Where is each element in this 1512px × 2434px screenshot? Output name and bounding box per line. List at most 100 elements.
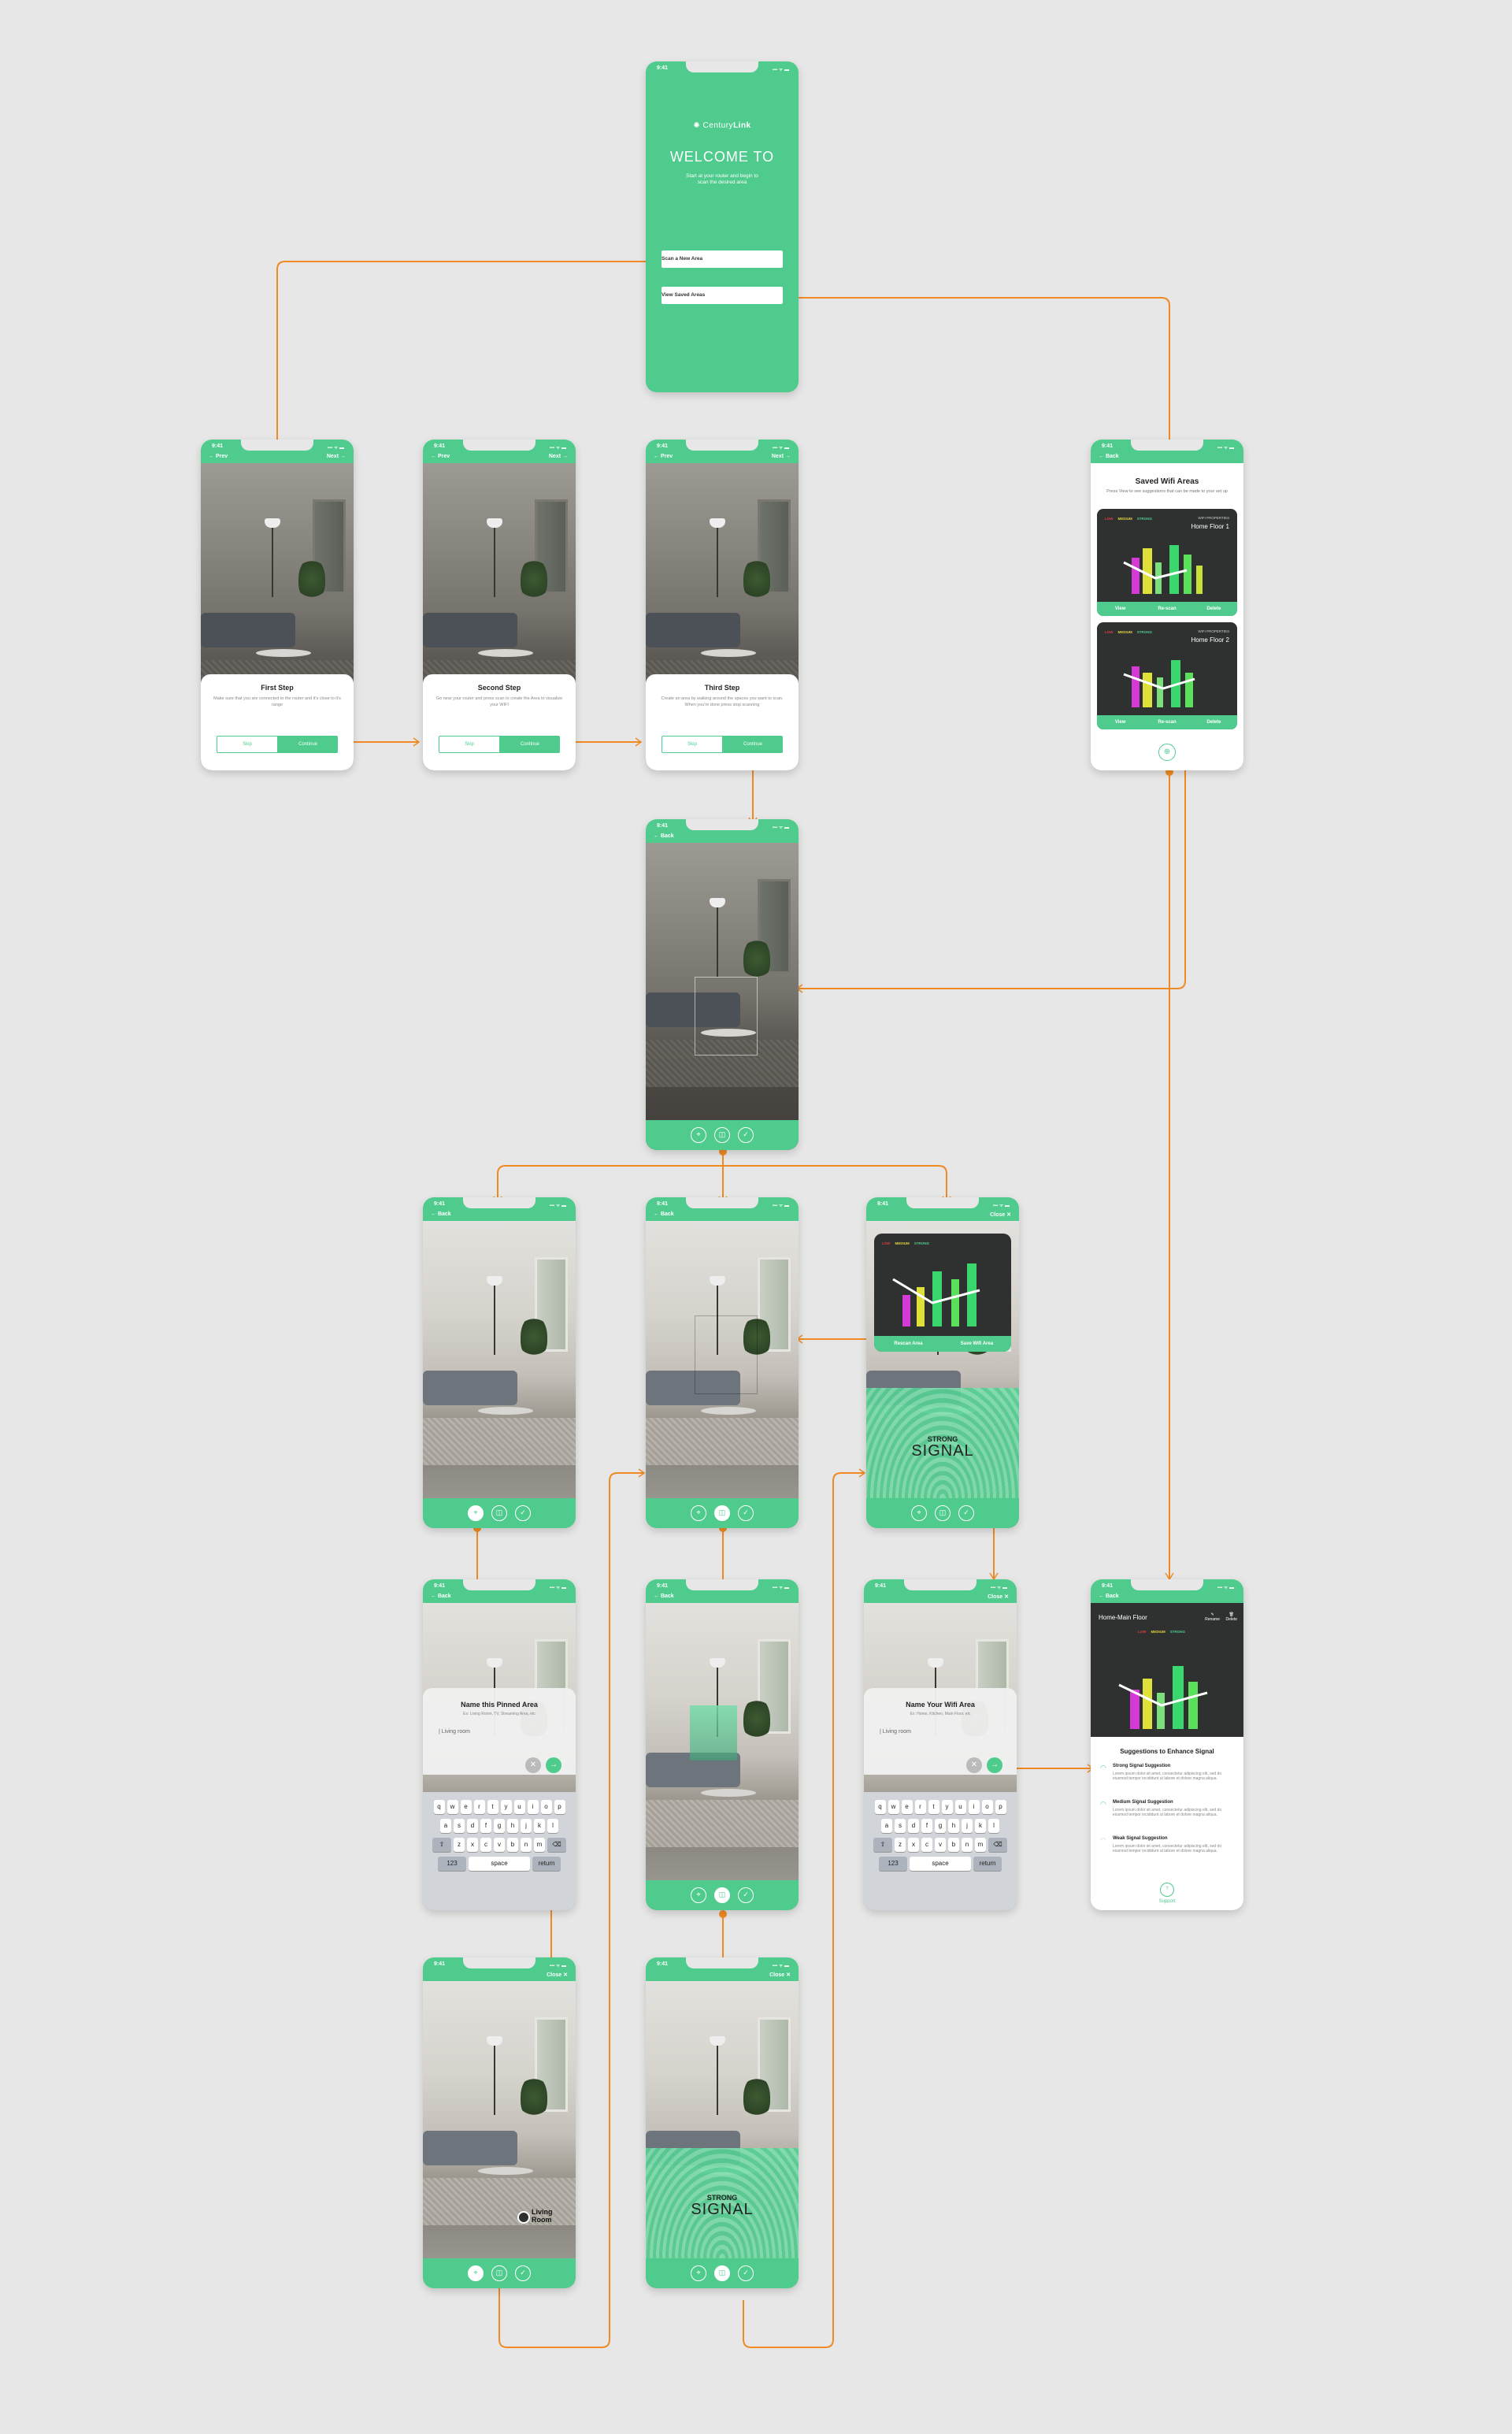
back-button[interactable]: ← Back: [431, 1211, 451, 1217]
key[interactable]: f: [480, 1819, 491, 1833]
next-button[interactable]: Next →: [548, 454, 568, 459]
key[interactable]: n: [521, 1838, 532, 1852]
scan-icon[interactable]: ◫: [491, 1505, 507, 1521]
close-button[interactable]: Close ✕: [990, 1212, 1011, 1218]
pin-icon[interactable]: ⌖: [691, 2265, 706, 2281]
key[interactable]: k: [534, 1819, 545, 1833]
pin-icon[interactable]: ⌖: [691, 1505, 706, 1521]
key[interactable]: w: [447, 1800, 458, 1814]
map-pin-icon[interactable]: [517, 2211, 530, 2224]
key[interactable]: t: [928, 1800, 939, 1814]
prev-button[interactable]: ← Prev: [431, 454, 450, 459]
save-wifi-area-button[interactable]: Save Wifi Area: [960, 1341, 994, 1346]
view-saved-areas-button[interactable]: View Saved Areas: [662, 287, 783, 304]
key[interactable]: x: [908, 1838, 919, 1852]
numbers-key[interactable]: 123: [879, 1857, 907, 1871]
back-button[interactable]: ← Back: [654, 1211, 674, 1217]
pin-icon[interactable]: ⌖: [911, 1505, 927, 1521]
key[interactable]: u: [513, 1800, 525, 1814]
back-button[interactable]: ← Back: [431, 1594, 451, 1599]
back-button[interactable]: ← Back: [654, 1594, 674, 1599]
key[interactable]: z: [454, 1838, 465, 1852]
close-button[interactable]: Close ✕: [988, 1594, 1009, 1600]
key[interactable]: x: [467, 1838, 478, 1852]
rescan-area-button[interactable]: Rescan Area: [894, 1341, 923, 1346]
shift-key[interactable]: ⇧: [873, 1838, 892, 1852]
skip-button[interactable]: Skip: [217, 736, 278, 753]
area-name-input[interactable]: | Living room: [880, 1729, 911, 1735]
return-key[interactable]: return: [532, 1857, 561, 1871]
check-icon[interactable]: ✓: [958, 1505, 974, 1521]
key[interactable]: s: [895, 1819, 906, 1833]
key[interactable]: e: [460, 1800, 472, 1814]
key[interactable]: z: [895, 1838, 906, 1852]
scan-icon[interactable]: ◫: [714, 1505, 730, 1521]
key[interactable]: v: [935, 1838, 946, 1852]
scan-new-area-button[interactable]: Scan a New Area: [662, 250, 783, 268]
key[interactable]: i: [968, 1800, 980, 1814]
check-icon[interactable]: ✓: [515, 1505, 531, 1521]
continue-button[interactable]: Continue: [278, 736, 338, 753]
clear-icon[interactable]: ✕: [525, 1757, 541, 1773]
confirm-icon[interactable]: →: [987, 1757, 1002, 1773]
numbers-key[interactable]: 123: [438, 1857, 466, 1871]
check-icon[interactable]: ✓: [738, 1127, 754, 1143]
check-icon[interactable]: ✓: [738, 2265, 754, 2281]
key[interactable]: m: [975, 1838, 986, 1852]
view-button[interactable]: View: [1114, 607, 1126, 611]
back-button[interactable]: ← Back: [1099, 1594, 1119, 1599]
rename-button[interactable]: ✎Rename: [1205, 1612, 1220, 1622]
key[interactable]: d: [908, 1819, 919, 1833]
key[interactable]: y: [500, 1800, 512, 1814]
add-area-button[interactable]: ⊕: [1158, 744, 1176, 761]
key[interactable]: e: [901, 1800, 913, 1814]
space-key[interactable]: space: [910, 1857, 971, 1871]
pin-icon[interactable]: ⌖: [691, 1887, 706, 1903]
close-button[interactable]: Close ✕: [547, 1972, 568, 1978]
key[interactable]: c: [480, 1838, 491, 1852]
key[interactable]: o: [540, 1800, 552, 1814]
clear-icon[interactable]: ✕: [966, 1757, 982, 1773]
key[interactable]: i: [527, 1800, 539, 1814]
scan-icon[interactable]: ◫: [714, 1887, 730, 1903]
scan-icon[interactable]: ◫: [714, 2265, 730, 2281]
key[interactable]: p: [995, 1800, 1006, 1814]
space-key[interactable]: space: [469, 1857, 530, 1871]
key[interactable]: q: [433, 1800, 445, 1814]
skip-button[interactable]: Skip: [662, 736, 723, 753]
pin-icon[interactable]: ⌖: [468, 2265, 484, 2281]
key[interactable]: n: [962, 1838, 973, 1852]
key[interactable]: w: [888, 1800, 899, 1814]
backspace-key[interactable]: ⌫: [547, 1838, 566, 1852]
key[interactable]: s: [454, 1819, 465, 1833]
back-button[interactable]: ← Back: [1099, 454, 1119, 459]
check-icon[interactable]: ✓: [738, 1505, 754, 1521]
key[interactable]: l: [547, 1819, 558, 1833]
check-icon[interactable]: ✓: [515, 2265, 531, 2281]
close-button[interactable]: Close ✕: [769, 1972, 791, 1978]
scan-icon[interactable]: ◫: [491, 2265, 507, 2281]
view-button[interactable]: View: [1114, 720, 1126, 725]
shift-key[interactable]: ⇧: [432, 1838, 451, 1852]
prev-button[interactable]: ← Prev: [209, 454, 228, 459]
key[interactable]: l: [988, 1819, 999, 1833]
key[interactable]: q: [874, 1800, 886, 1814]
delete-button[interactable]: 🗑Delete: [1225, 1612, 1237, 1622]
next-button[interactable]: Next →: [326, 454, 346, 459]
key[interactable]: h: [948, 1819, 959, 1833]
rescan-button[interactable]: Re-scan: [1158, 607, 1177, 611]
pin-icon[interactable]: ⌖: [468, 1505, 484, 1521]
continue-button[interactable]: Continue: [723, 736, 783, 753]
delete-button[interactable]: Delete: [1206, 720, 1221, 725]
key[interactable]: g: [494, 1819, 505, 1833]
key[interactable]: f: [921, 1819, 932, 1833]
key[interactable]: h: [507, 1819, 518, 1833]
key[interactable]: k: [975, 1819, 986, 1833]
prev-button[interactable]: ← Prev: [654, 454, 673, 459]
key[interactable]: r: [914, 1800, 926, 1814]
support-button[interactable]: ?Support: [1091, 1883, 1243, 1904]
scan-icon[interactable]: ◫: [714, 1127, 730, 1143]
area-name-input[interactable]: | Living room: [439, 1729, 470, 1735]
pin-icon[interactable]: ⌖: [691, 1127, 706, 1143]
continue-button[interactable]: Continue: [500, 736, 560, 753]
